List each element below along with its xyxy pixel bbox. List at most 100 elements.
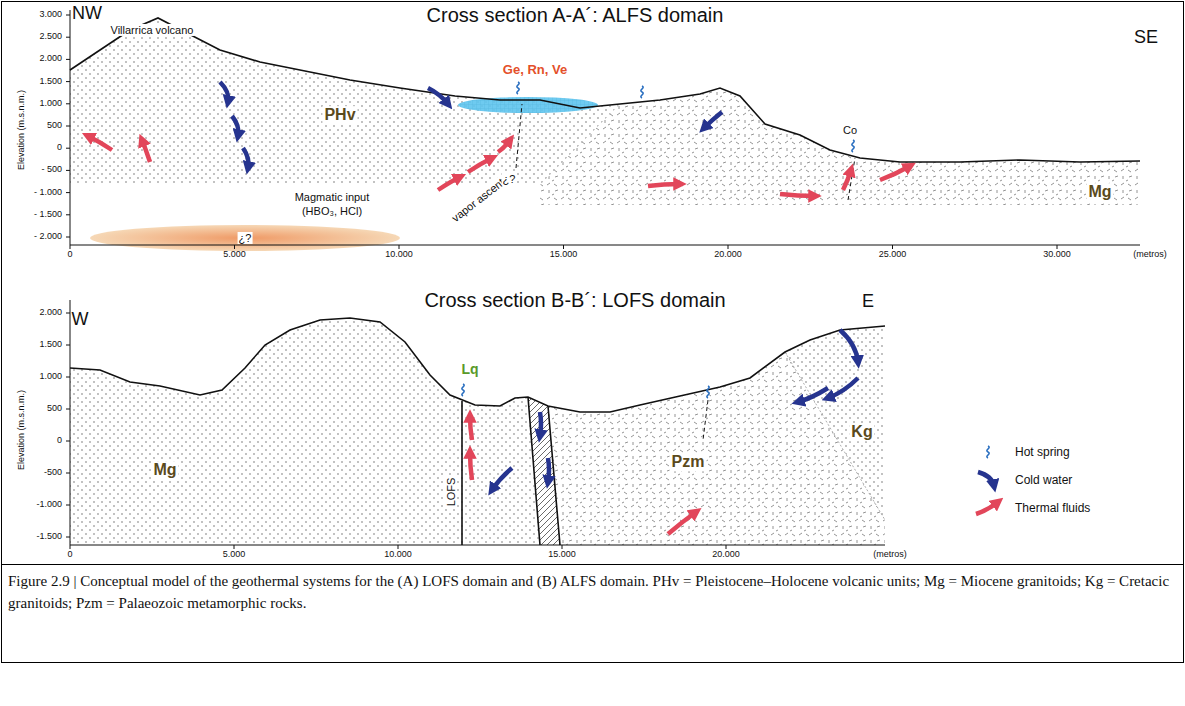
cold-water-arrow bbox=[220, 82, 228, 102]
contact bbox=[785, 352, 885, 520]
thermal-fluid-arrow bbox=[843, 170, 851, 190]
cold-water-arrow bbox=[243, 148, 248, 168]
tick bbox=[66, 237, 70, 238]
cold-water-arrow bbox=[492, 468, 512, 490]
axis-label: 20.000 bbox=[712, 550, 740, 560]
tick bbox=[562, 545, 563, 549]
fault-line bbox=[703, 400, 708, 440]
label: Pzm bbox=[670, 453, 707, 471]
label: Lq bbox=[461, 362, 478, 377]
label: PHv bbox=[322, 106, 357, 124]
axis bbox=[70, 300, 885, 545]
axis-label: 0 bbox=[67, 550, 72, 560]
label: Co bbox=[842, 124, 858, 136]
hot-spring-symbol bbox=[852, 140, 854, 152]
legend-text: Cold water bbox=[1015, 473, 1072, 487]
thermal-fluid-arrow bbox=[780, 194, 815, 196]
tick bbox=[399, 245, 400, 249]
tick bbox=[728, 245, 729, 249]
label: Cross section B-B´: LOFS domain bbox=[424, 289, 725, 311]
tick bbox=[66, 126, 70, 127]
hot-spring-symbol bbox=[462, 384, 464, 396]
axis-label: 1.000 bbox=[39, 99, 62, 109]
label: Villarrica volcano bbox=[110, 24, 195, 36]
axis-label: 2.000 bbox=[39, 308, 62, 318]
axis-label: 20.000 bbox=[714, 250, 742, 260]
axis-label: - 2.000 bbox=[34, 232, 62, 242]
tick bbox=[892, 245, 893, 249]
axis-label: (metros) bbox=[1133, 250, 1167, 260]
label: Magmatic input bbox=[294, 191, 371, 203]
tick bbox=[234, 245, 235, 249]
tick bbox=[66, 214, 70, 215]
cold-water-arrow bbox=[540, 412, 541, 436]
axis-label: - 1.000 bbox=[34, 188, 62, 198]
label: Mg bbox=[151, 461, 178, 479]
axis-label: 15.000 bbox=[550, 250, 578, 260]
cold-water-arrow bbox=[704, 112, 722, 128]
axis-label: 30.000 bbox=[1043, 250, 1071, 260]
axis-label: 10.000 bbox=[385, 250, 413, 260]
thermal-fluid-arrow bbox=[438, 177, 460, 190]
axis-label: -500 bbox=[44, 468, 62, 478]
tick bbox=[66, 81, 70, 82]
thermal-fluid-arrow bbox=[468, 158, 492, 172]
label: E bbox=[862, 292, 874, 312]
label: Kg bbox=[849, 423, 874, 441]
axis-label: 500 bbox=[47, 404, 62, 414]
axis-label: - 1.500 bbox=[34, 210, 62, 220]
tick bbox=[66, 103, 70, 104]
legend-text: Thermal fluids bbox=[1015, 501, 1090, 515]
thermal-fluid-arrow bbox=[668, 512, 696, 534]
axis-label: 5.000 bbox=[223, 550, 246, 560]
axis bbox=[70, 10, 1140, 245]
cold-water-arrow bbox=[978, 472, 994, 486]
label: W bbox=[72, 310, 89, 330]
label: (HBO₃, HCl) bbox=[301, 205, 363, 217]
legend-entry: Cold water bbox=[1015, 473, 1072, 487]
thermal-fluid-arrow bbox=[142, 140, 150, 162]
axis-label: 1.500 bbox=[39, 340, 62, 350]
axis-label: 1.000 bbox=[39, 372, 62, 382]
axis-label: 3.000 bbox=[39, 10, 62, 20]
hot-spring-symbol bbox=[707, 386, 709, 398]
tick bbox=[66, 473, 70, 474]
label: Cross section A-A´: ALFS domain bbox=[427, 4, 724, 26]
axis-label: 25.000 bbox=[879, 250, 907, 260]
tick bbox=[66, 170, 70, 171]
tick bbox=[66, 377, 70, 378]
cold-water-arrow bbox=[428, 88, 448, 104]
tick bbox=[726, 545, 727, 549]
legend-text: Hot spring bbox=[1015, 445, 1070, 459]
section-a bbox=[66, 10, 1140, 251]
label: ¿? bbox=[502, 173, 517, 185]
axis-label: 15.000 bbox=[548, 550, 576, 560]
tick bbox=[70, 545, 71, 549]
axis-label: 2.500 bbox=[39, 32, 62, 42]
cold-water-arrow bbox=[840, 330, 858, 362]
axis-label: 2.000 bbox=[39, 54, 62, 64]
thermal-fluid-arrow bbox=[470, 452, 472, 480]
label: NW bbox=[72, 4, 102, 24]
cold-water-arrow bbox=[828, 378, 858, 398]
lofs-fault bbox=[461, 401, 463, 545]
axis-label: 5.000 bbox=[223, 250, 246, 260]
tick bbox=[66, 59, 70, 60]
tick bbox=[70, 245, 71, 249]
axis-label: Elevation (m.s.n.m.) bbox=[17, 390, 27, 470]
cold-water-arrow bbox=[548, 458, 549, 482]
thermal-fluid-arrow bbox=[880, 166, 910, 180]
legend-entry: Hot spring bbox=[1015, 445, 1070, 459]
legend-entry: Thermal fluids bbox=[1015, 501, 1090, 515]
thermal-fluid-arrow bbox=[88, 136, 112, 150]
granitoid-unit bbox=[785, 326, 885, 520]
hot-spring-symbol bbox=[517, 82, 519, 94]
label: ¿? bbox=[238, 232, 253, 244]
tick bbox=[398, 545, 399, 549]
magma-chamber bbox=[90, 225, 400, 251]
label: Mg bbox=[1086, 183, 1113, 201]
tick bbox=[234, 545, 235, 549]
tick bbox=[66, 192, 70, 193]
tick bbox=[66, 15, 70, 16]
